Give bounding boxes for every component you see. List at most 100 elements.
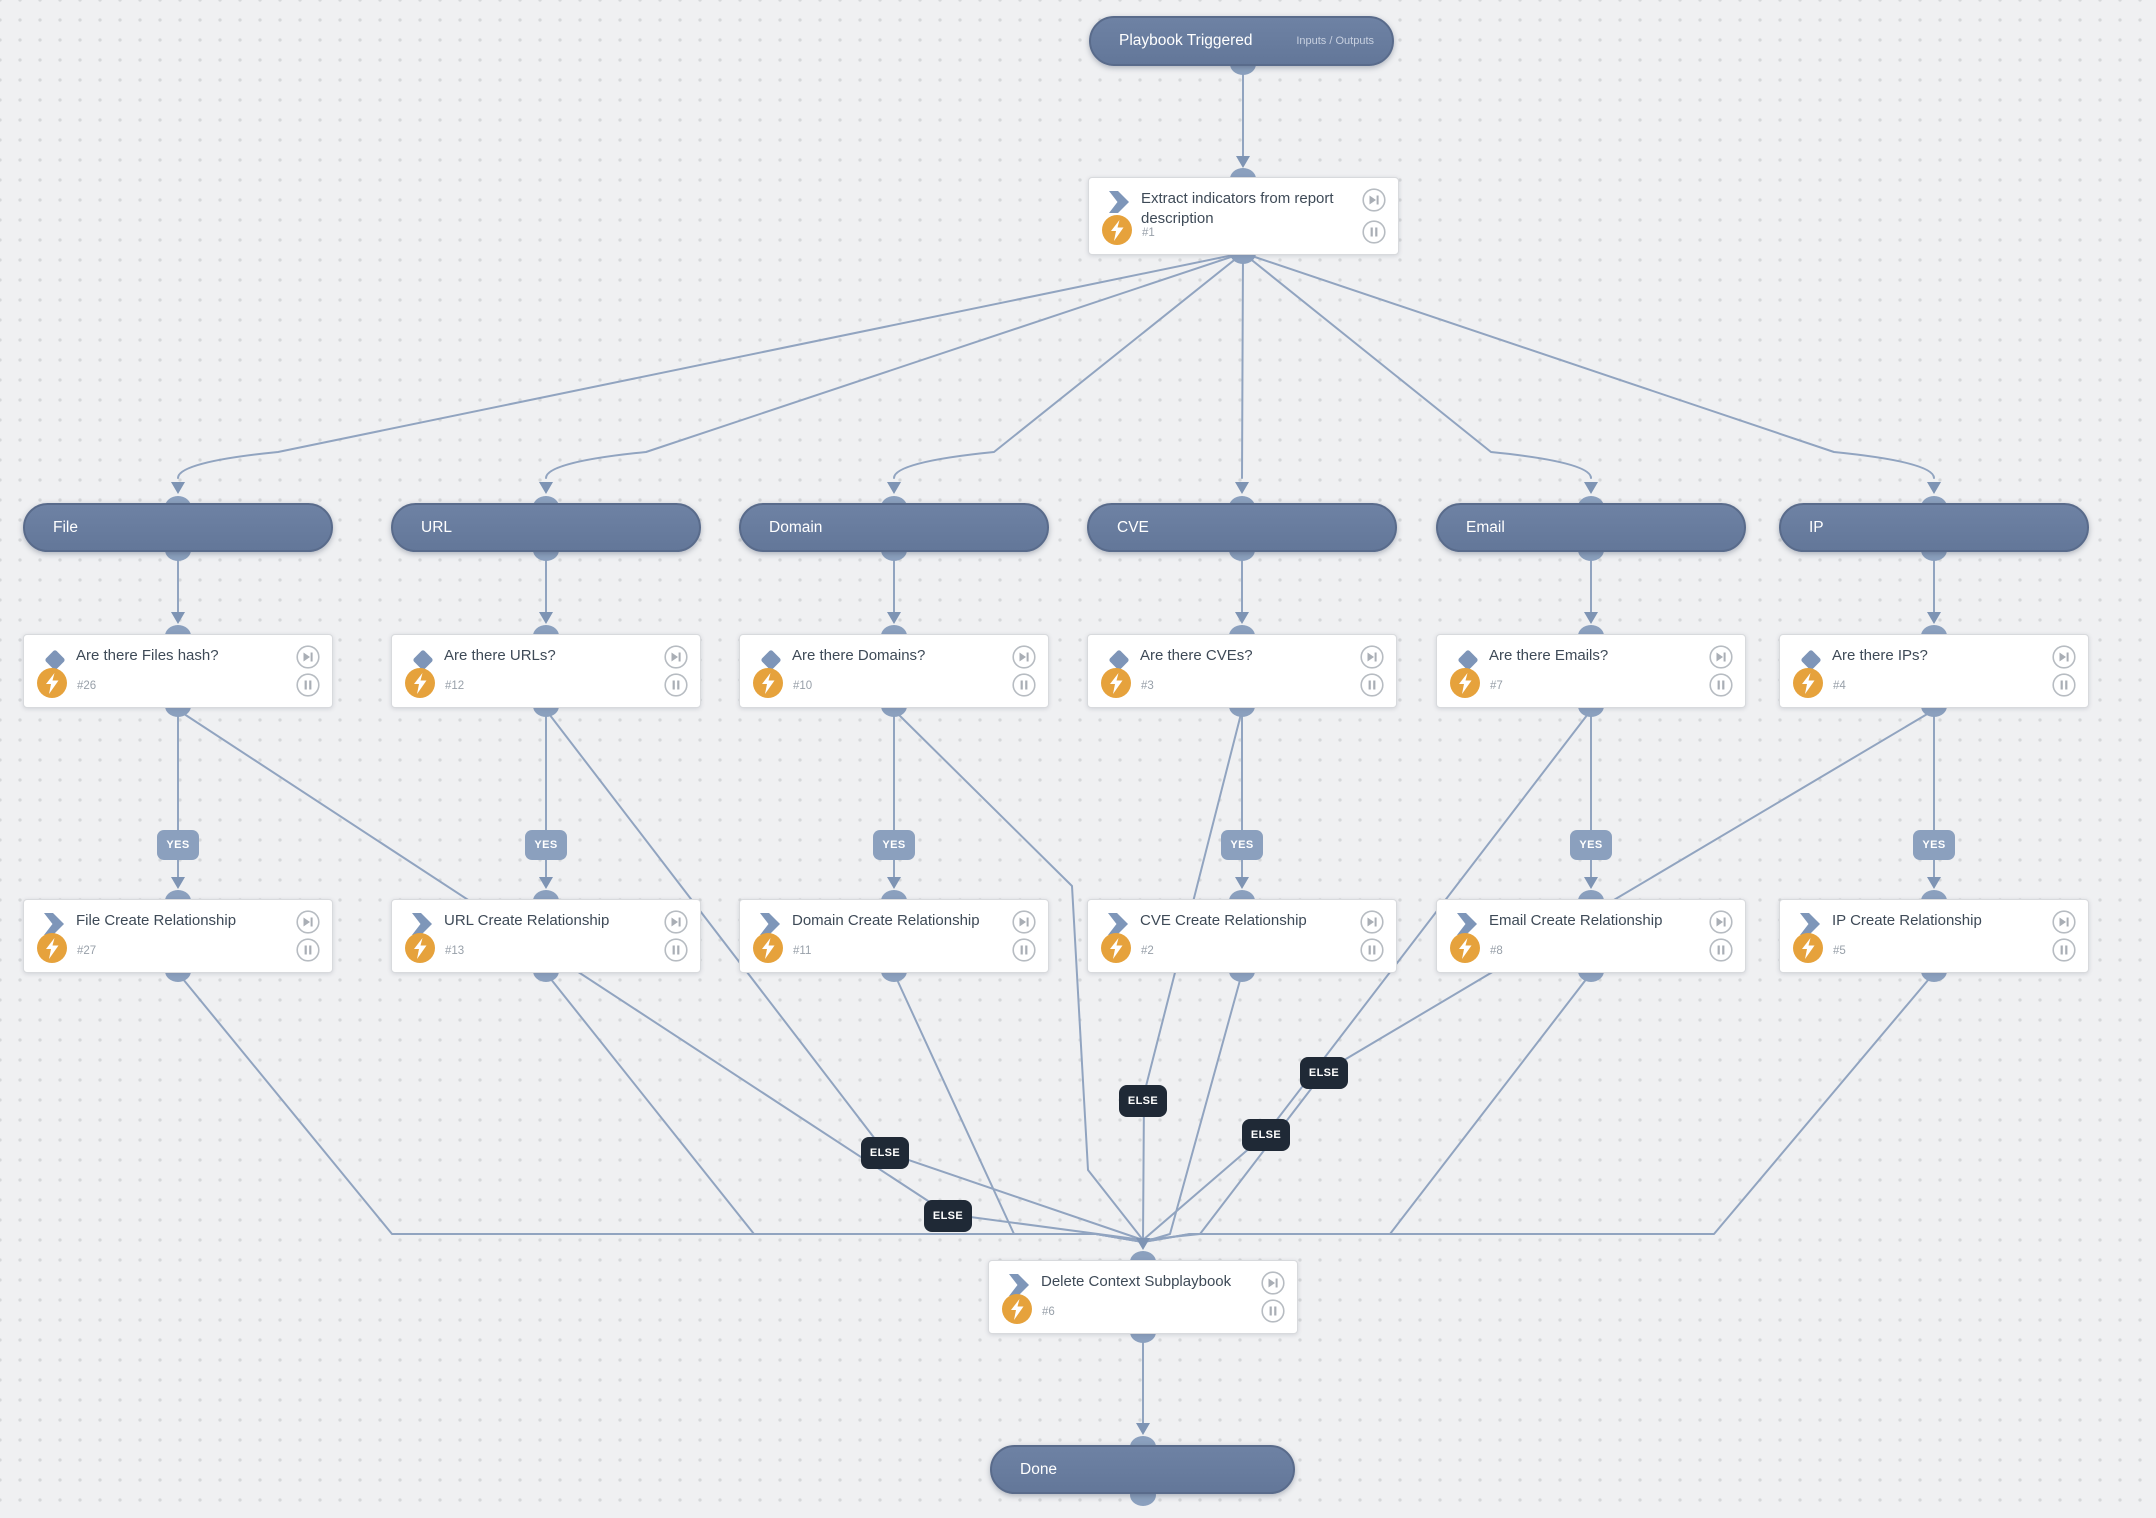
task-extract-indicators[interactable]: Extract indicators from report descripti…: [1088, 177, 1399, 255]
connector-line: [1142, 972, 1592, 1243]
condition-node-0[interactable]: Are there Files hash? #26: [23, 634, 333, 708]
pause-icon[interactable]: [1362, 220, 1386, 244]
pause-icon[interactable]: [1012, 938, 1036, 962]
condition-title: Are there Domains?: [792, 647, 926, 664]
lightning-icon: [405, 668, 435, 698]
skip-forward-icon[interactable]: [664, 910, 688, 934]
arrowhead-icon: [1235, 877, 1249, 889]
pause-icon[interactable]: [664, 673, 688, 697]
arrowhead-icon: [1236, 156, 1250, 168]
skip-forward-icon[interactable]: [1709, 645, 1733, 669]
chevron-icon: [1009, 1274, 1029, 1296]
skip-forward-icon[interactable]: [1261, 1271, 1285, 1295]
section-label: Domain: [769, 518, 823, 536]
connector-line: [1142, 972, 1243, 1243]
yes-badge-label: YES: [882, 839, 906, 851]
create-relationship-node-4[interactable]: Email Create Relationship #8: [1436, 899, 1746, 973]
skip-forward-icon[interactable]: [1362, 188, 1386, 212]
arrowhead-icon: [171, 877, 185, 889]
inputs-outputs-button[interactable]: Inputs / Outputs: [1296, 35, 1374, 47]
pause-icon[interactable]: [1360, 938, 1384, 962]
condition-id: #10: [793, 680, 813, 692]
pause-icon[interactable]: [1012, 673, 1036, 697]
condition-node-2[interactable]: Are there Domains? #10: [739, 634, 1049, 708]
skip-forward-icon[interactable]: [2052, 645, 2076, 669]
lightning-icon: [1002, 1294, 1032, 1324]
condition-node-3[interactable]: Are there CVEs? #3: [1087, 634, 1397, 708]
task-id: #6: [1042, 1306, 1055, 1318]
lightning-icon: [1450, 933, 1480, 963]
arrowhead-icon: [1584, 612, 1598, 624]
start-node[interactable]: Playbook Triggered Inputs / Outputs: [1089, 16, 1394, 66]
condition-node-4[interactable]: Are there Emails? #7: [1436, 634, 1746, 708]
pause-icon[interactable]: [2052, 938, 2076, 962]
lightning-icon: [1102, 215, 1132, 245]
section-pill-1[interactable]: URL: [391, 503, 701, 552]
create-relationship-node-2[interactable]: Domain Create Relationship #11: [739, 899, 1049, 973]
pause-icon[interactable]: [296, 673, 320, 697]
section-label: IP: [1809, 518, 1824, 536]
pause-icon[interactable]: [1360, 673, 1384, 697]
create-relationship-node-5[interactable]: IP Create Relationship #5: [1779, 899, 2089, 973]
arrowhead-icon: [887, 612, 901, 624]
task-title: File Create Relationship: [76, 912, 237, 929]
condition-id: #12: [445, 680, 465, 692]
pause-icon[interactable]: [1261, 1299, 1285, 1323]
section-pill-0[interactable]: File: [23, 503, 333, 552]
skip-forward-icon[interactable]: [1709, 910, 1733, 934]
section-pill-3[interactable]: CVE: [1087, 503, 1397, 552]
connector-line: [893, 972, 1144, 1243]
task-id: #1: [1142, 227, 1155, 239]
arrowhead-icon: [887, 482, 901, 494]
connector-line: [545, 709, 1144, 1241]
task-id: #8: [1490, 945, 1503, 957]
create-relationship-node-3[interactable]: CVE Create Relationship #2: [1087, 899, 1397, 973]
section-pill-5[interactable]: IP: [1779, 503, 2089, 552]
pause-icon[interactable]: [664, 938, 688, 962]
task-delete-context[interactable]: Delete Context Subplaybook #6: [988, 1260, 1298, 1334]
chevron-icon: [1108, 913, 1128, 935]
yes-badge-label: YES: [1579, 839, 1603, 851]
skip-forward-icon[interactable]: [296, 645, 320, 669]
yes-badge-label: YES: [166, 839, 190, 851]
skip-forward-icon[interactable]: [664, 645, 688, 669]
pause-icon[interactable]: [1709, 938, 1733, 962]
condition-id: #3: [1141, 680, 1154, 692]
task-id: #2: [1141, 945, 1154, 957]
section-label: CVE: [1117, 518, 1149, 536]
arrowhead-icon: [1235, 482, 1249, 494]
skip-forward-icon[interactable]: [1360, 645, 1384, 669]
else-badge-label: ELSE: [869, 1147, 901, 1159]
connector-line: [1142, 709, 1592, 1241]
arrowhead-icon: [1136, 1238, 1150, 1250]
yes-badge-5: YES: [1913, 830, 1955, 860]
pause-icon[interactable]: [2052, 673, 2076, 697]
chevron-icon: [1800, 913, 1820, 935]
task-title: IP Create Relationship: [1832, 912, 1982, 929]
else-badge-label: ELSE: [932, 1210, 964, 1222]
connector-line: [1142, 972, 1935, 1243]
start-label: Playbook Triggered: [1119, 32, 1253, 49]
yes-badge-1: YES: [525, 830, 567, 860]
diamond-icon: [45, 650, 65, 670]
section-pill-2[interactable]: Domain: [739, 503, 1049, 552]
skip-forward-icon[interactable]: [1012, 910, 1036, 934]
diamond-icon: [1109, 650, 1129, 670]
skip-forward-icon[interactable]: [1360, 910, 1384, 934]
section-pill-4[interactable]: Email: [1436, 503, 1746, 552]
pause-icon[interactable]: [296, 938, 320, 962]
create-relationship-node-0[interactable]: File Create Relationship #27: [23, 899, 333, 973]
else-badge-2: ELSE: [1119, 1085, 1167, 1117]
lightning-icon: [1450, 668, 1480, 698]
diamond-icon: [1801, 650, 1821, 670]
create-relationship-node-1[interactable]: URL Create Relationship #13: [391, 899, 701, 973]
skip-forward-icon[interactable]: [2052, 910, 2076, 934]
pause-icon[interactable]: [1709, 673, 1733, 697]
skip-forward-icon[interactable]: [1012, 645, 1036, 669]
yes-badge-label: YES: [1922, 839, 1946, 851]
skip-forward-icon[interactable]: [296, 910, 320, 934]
condition-node-5[interactable]: Are there IPs? #4: [1779, 634, 2089, 708]
done-node[interactable]: Done: [990, 1445, 1295, 1494]
condition-node-1[interactable]: Are there URLs? #12: [391, 634, 701, 708]
diamond-icon: [761, 650, 781, 670]
